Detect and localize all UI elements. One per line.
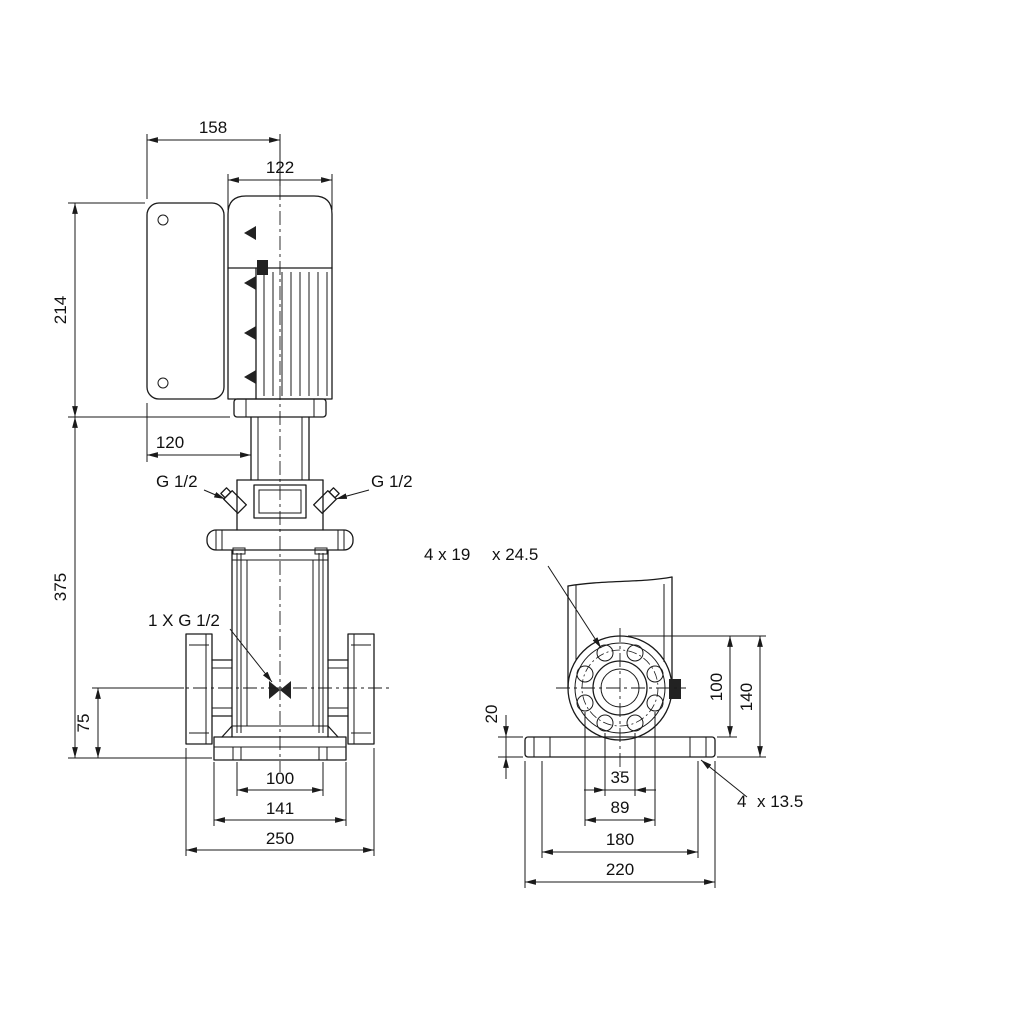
motor-terminal-bolt <box>257 260 268 275</box>
pump-column <box>567 576 673 689</box>
label-base-holes-1: 4 <box>737 792 746 811</box>
label-drain-plug: 1 X G 1/2 <box>148 611 220 630</box>
discharge-flange <box>327 633 375 745</box>
front-dimensions <box>68 134 375 856</box>
motor-cooling-fins <box>263 272 328 396</box>
label-214: 214 <box>51 296 70 324</box>
label-89: 89 <box>611 798 630 817</box>
label-100-front: 100 <box>266 769 294 788</box>
leader-base-holes <box>700 759 748 798</box>
motor-clamp-tabs <box>244 226 256 384</box>
label-flange-holes-1: 4 x 19 <box>424 545 470 564</box>
staybolt-nut-right <box>314 547 328 555</box>
label-120: 120 <box>156 433 184 452</box>
control-box <box>146 202 225 400</box>
label-375: 375 <box>51 573 70 601</box>
label-220: 220 <box>606 860 634 879</box>
label-122: 122 <box>266 158 294 177</box>
label-180: 180 <box>606 830 634 849</box>
suction-flange <box>185 633 233 745</box>
chamber-stack <box>221 547 339 738</box>
leader-plug-left <box>203 489 226 500</box>
label-35: 35 <box>611 768 630 787</box>
base-plate-slots <box>533 737 707 757</box>
label-plug-right: G 1/2 <box>371 472 413 491</box>
control-box-screw-bottom <box>157 377 169 389</box>
label-100-end: 100 <box>707 673 726 701</box>
dimension-labels: 158 122 214 120 375 75 G 1/2 G 1/2 1 X G… <box>51 118 803 879</box>
leader-drain-plug <box>229 628 273 683</box>
label-75: 75 <box>74 714 93 733</box>
label-250: 250 <box>266 829 294 848</box>
staybolt-nut-left <box>232 547 246 555</box>
leader-flange-holes <box>547 565 602 649</box>
control-box-screw-top <box>157 214 169 226</box>
flange-side-tab <box>669 679 681 699</box>
centerlines <box>168 186 686 772</box>
label-140: 140 <box>737 683 756 711</box>
base-bolt-slots <box>232 747 328 760</box>
label-20: 20 <box>482 705 501 724</box>
label-base-holes-2: x 13.5 <box>757 792 803 811</box>
flange-bolt-holes <box>576 644 664 732</box>
label-141: 141 <box>266 799 294 818</box>
label-158: 158 <box>199 118 227 137</box>
priming-plug-right <box>313 487 340 514</box>
priming-plug-left <box>220 487 247 514</box>
label-plug-left: G 1/2 <box>156 472 198 491</box>
label-flange-holes-2: x 24.5 <box>492 545 538 564</box>
end-dimensions <box>498 565 766 888</box>
leader-plug-right <box>335 489 370 500</box>
